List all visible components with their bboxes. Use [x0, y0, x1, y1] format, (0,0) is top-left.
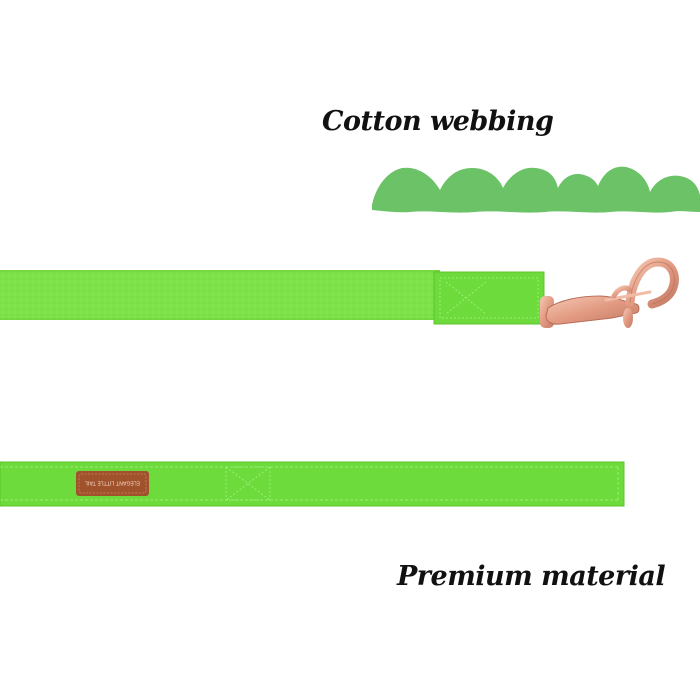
brand-tag: ELEGANT LITTLE TAIL	[76, 471, 149, 496]
cotton-webbing-caption: Cotton webbing	[322, 106, 554, 137]
snap-hook	[540, 257, 679, 328]
brand-tag-text: ELEGANT LITTLE TAIL	[85, 480, 140, 486]
premium-material-caption: Premium material	[397, 561, 666, 592]
coated-strap-end	[433, 271, 545, 325]
green-blob-strip	[372, 166, 700, 213]
cotton-webbing-strap	[0, 270, 440, 320]
premium-coated-strap	[0, 461, 625, 507]
